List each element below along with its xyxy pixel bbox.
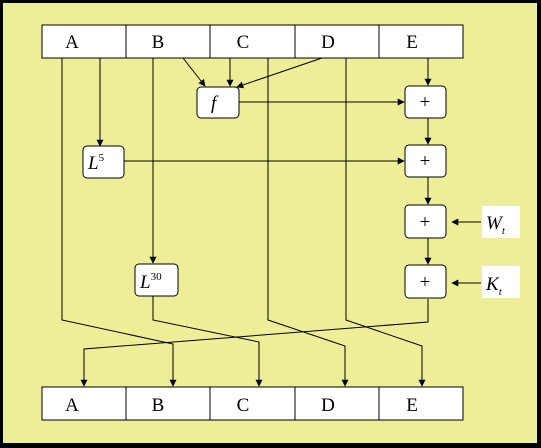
rotate-l30-base: L <box>139 272 151 293</box>
constant-input-subscript: t <box>499 286 503 298</box>
top-register-c: C <box>237 32 250 53</box>
adder-1: + <box>404 85 447 119</box>
bottom-register-b: B <box>152 395 165 416</box>
bottom-register-row: A B C D E <box>41 386 464 421</box>
word-input-base: W <box>486 213 504 234</box>
adder-2-symbol: + <box>420 151 431 172</box>
function-f-label: f <box>211 93 219 114</box>
bottom-register-d: D <box>321 395 335 416</box>
rotate-l5-box: L5 <box>82 145 125 179</box>
rotate-l30-box: L30 <box>134 263 179 297</box>
top-register-b: B <box>152 32 165 53</box>
word-input-label: Wt <box>482 206 520 238</box>
word-input-subscript: t <box>502 225 506 237</box>
rotate-l5-base: L <box>87 153 99 174</box>
top-register-e: E <box>406 32 418 53</box>
adder-4: + <box>404 264 447 299</box>
svg-text:L5: L5 <box>87 152 105 174</box>
top-register-d: D <box>321 32 335 53</box>
constant-input-label: Kt <box>482 266 520 298</box>
svg-text:Wt: Wt <box>486 213 506 237</box>
function-f-box: f <box>196 86 240 119</box>
svg-text:Kt: Kt <box>485 274 503 298</box>
adder-3-symbol: + <box>420 212 431 233</box>
bottom-register-a: A <box>65 395 79 416</box>
adder-4-symbol: + <box>420 272 431 293</box>
top-register-row: A B C D E <box>41 24 464 59</box>
bottom-register-e: E <box>406 395 418 416</box>
rotate-l5-exponent: 5 <box>99 152 105 164</box>
diagram-background <box>3 3 537 443</box>
svg-text:L30: L30 <box>139 271 162 293</box>
constant-input-base: K <box>485 274 500 295</box>
connection-lines <box>61 57 481 387</box>
rotate-l30-exponent: 30 <box>151 271 163 283</box>
top-register-a: A <box>65 32 79 53</box>
adder-2: + <box>404 144 447 178</box>
adder-3: + <box>404 204 447 239</box>
adder-1-symbol: + <box>420 92 431 113</box>
bottom-register-c: C <box>237 395 250 416</box>
